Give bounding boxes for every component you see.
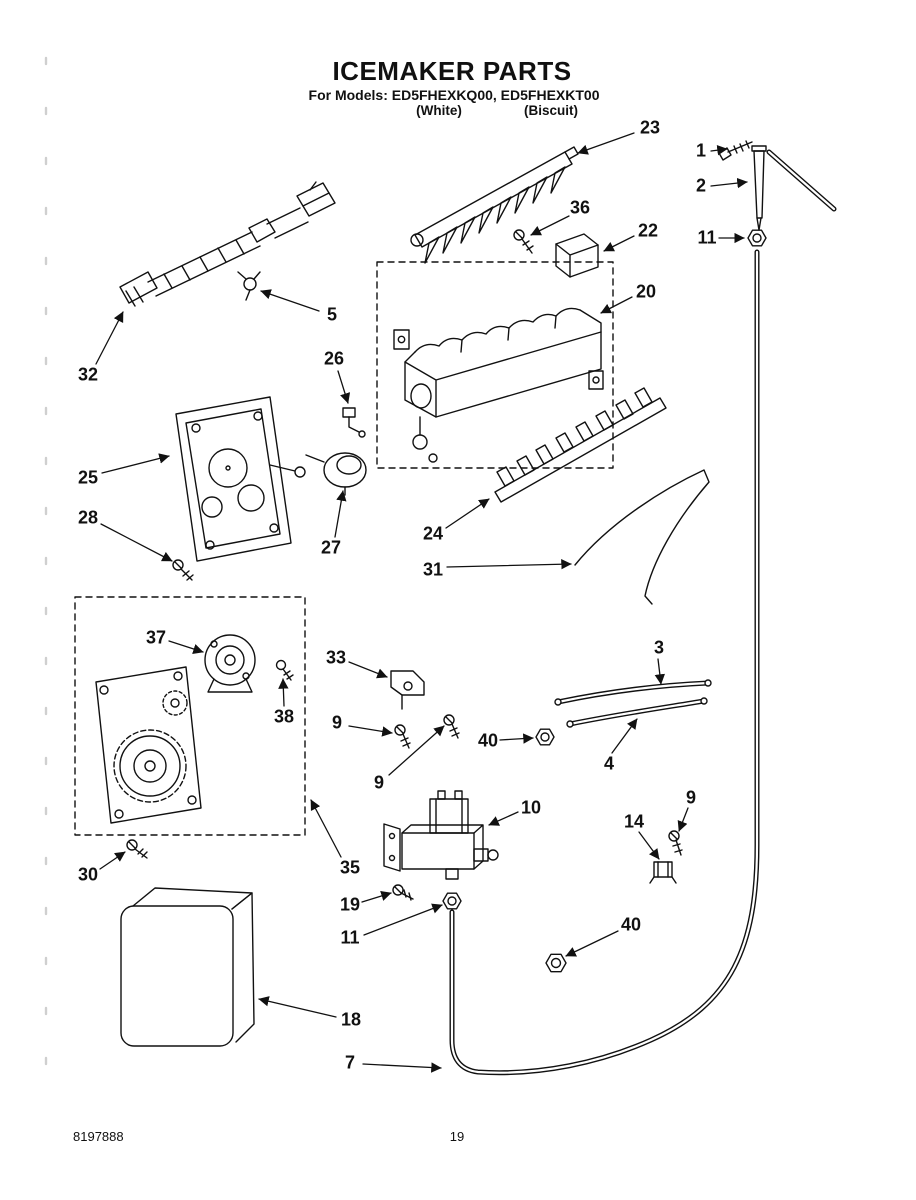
mold-dashed-box — [376, 261, 614, 469]
part-3-tube — [554, 679, 712, 706]
variant-white-label: (White) — [416, 103, 462, 118]
motor-dashed-box — [74, 596, 306, 836]
leader-lines — [95, 132, 748, 1073]
part-18-ice-container — [120, 887, 255, 1047]
page-number: 19 — [449, 1129, 465, 1144]
part-10-water-valve — [383, 790, 499, 880]
page-title: ICEMAKER PARTS — [332, 56, 572, 86]
part-25-icemaker-module — [175, 396, 306, 562]
part-14-clamp — [649, 861, 677, 884]
part-40-nut-a — [535, 728, 555, 746]
part-7-water-tube — [449, 249, 760, 1076]
part-40-nut-b — [545, 953, 567, 973]
part-30-screw — [126, 839, 148, 859]
part-27-cap — [305, 452, 367, 496]
part-2-fill-tube — [751, 145, 837, 231]
part-32-wiring-harness — [119, 181, 336, 307]
part-38-screw — [275, 659, 294, 681]
part-23-ejector-strip — [410, 146, 579, 264]
part-36-screw — [513, 229, 534, 254]
variant-biscuit-label: (Biscuit) — [524, 103, 578, 118]
part-35-gear-housing — [95, 666, 202, 824]
part-11-nut-bottom — [442, 892, 462, 910]
part-19-screw — [392, 884, 414, 901]
part-9-screw-a — [394, 724, 411, 749]
part-28-screw — [172, 559, 194, 581]
part-5-clip — [237, 271, 261, 301]
part-11-nut-top — [747, 229, 767, 247]
part-1-screw — [718, 140, 753, 161]
doc-number: 8197888 — [73, 1129, 124, 1144]
part-9-screw-c — [668, 830, 683, 856]
part-9-screw-b — [443, 714, 460, 739]
part-22-bracket — [555, 233, 599, 278]
models-line: For Models: ED5FHEXKQ00, ED5FHEXKT00 — [308, 87, 600, 103]
part-37-motor — [204, 634, 256, 693]
part-26-clip — [342, 407, 366, 438]
part-31-shutoff-arm — [574, 469, 710, 605]
part-24-ice-stripper — [494, 387, 667, 503]
part-20-icemaker-mold — [393, 307, 604, 463]
part-33-bracket — [390, 670, 425, 710]
part-4-tube — [566, 697, 708, 728]
